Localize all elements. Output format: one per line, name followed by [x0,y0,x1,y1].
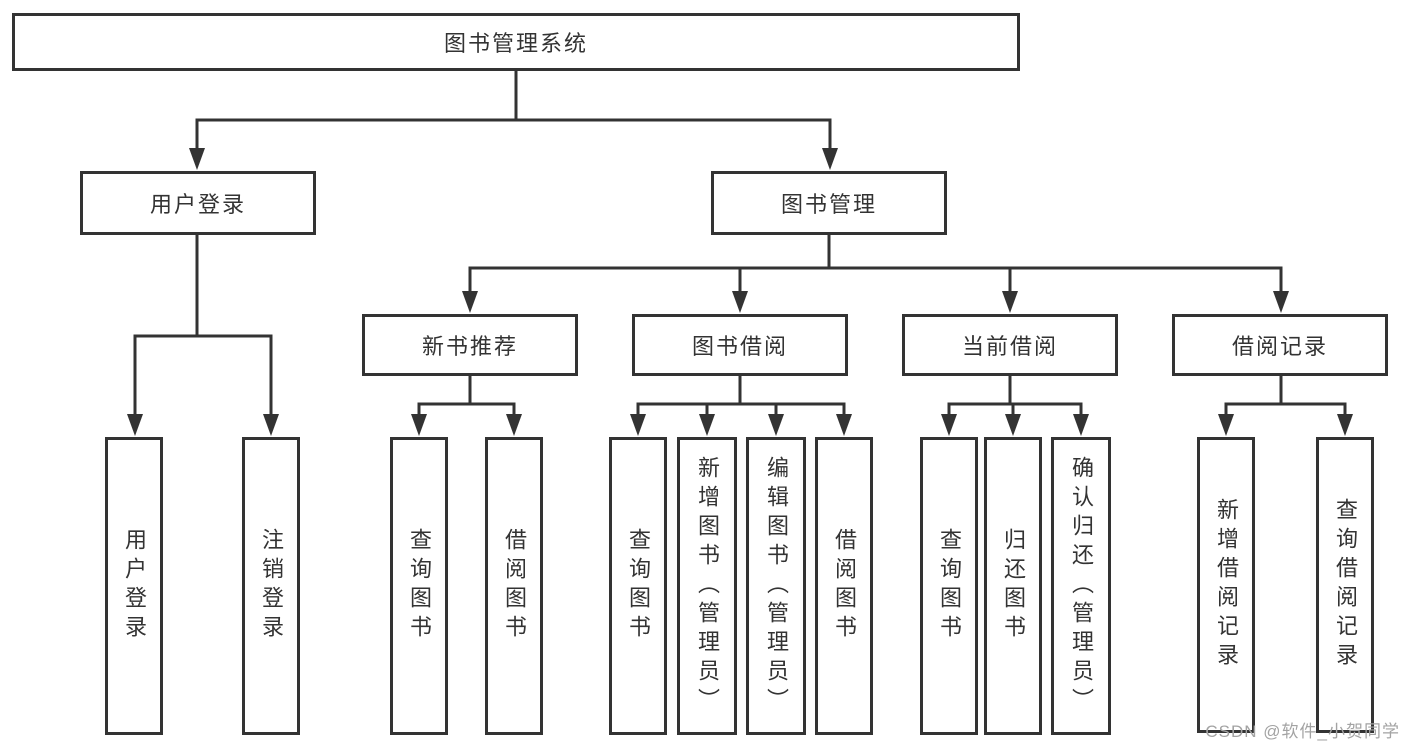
leaf-confirm-return-admin: 确认归还（管理员） [1051,437,1111,735]
connector-book-management-children [462,235,1289,313]
leaf-edit-book-admin: 编辑图书（管理员） [746,437,806,735]
node-label: 图书管理系统 [443,31,588,56]
leaf-query-borrow-record: 查询借阅记录 [1316,437,1374,733]
node-label: 查询图书 [407,528,432,644]
node-label: 当前借阅 [961,334,1058,359]
leaf-query-books-recommend: 查询图书 [390,437,448,735]
connector-root-children [189,71,838,170]
leaf-add-borrow-record: 新增借阅记录 [1197,437,1255,733]
node-label: 借阅图书 [832,528,857,644]
connector-user-login-children [127,235,279,436]
node-label: 图书管理 [780,192,877,217]
connector-current-borrowing-children [941,376,1089,436]
leaf-query-books-current: 查询图书 [920,437,978,735]
node-book-borrowing: 图书借阅 [632,314,848,376]
node-label: 新书推荐 [421,334,518,359]
leaf-logout: 注销登录 [242,437,300,735]
node-label: 用户登录 [122,528,147,644]
connector-new-book-recommend-children [411,376,522,436]
leaf-query-books-borrowing: 查询图书 [609,437,667,735]
node-root-system: 图书管理系统 [12,13,1020,71]
node-current-borrowing: 当前借阅 [902,314,1118,376]
leaf-return-book: 归还图书 [984,437,1042,735]
node-label: 借阅记录 [1231,334,1328,359]
leaf-user-login: 用户登录 [105,437,163,735]
node-book-management: 图书管理 [711,171,947,235]
csdn-watermark: CSDN @软件_小贺同学 [1205,722,1400,741]
node-label: 查询图书 [937,528,962,644]
node-label: 查询图书 [626,528,651,644]
node-new-book-recommend: 新书推荐 [362,314,578,376]
leaf-borrow-books: 借阅图书 [815,437,873,735]
connector-borrowing-records-children [1218,376,1353,436]
node-label: 确认归还（管理员） [1069,455,1094,717]
node-label: 查询借阅记录 [1333,498,1358,672]
leaf-borrow-books-recommend: 借阅图书 [485,437,543,735]
node-label: 归还图书 [1001,528,1026,644]
node-label: 编辑图书（管理员） [764,455,789,717]
node-label: 新增借阅记录 [1214,498,1239,672]
leaf-add-book-admin: 新增图书（管理员） [677,437,737,735]
node-label: 借阅图书 [502,528,527,644]
node-user-login: 用户登录 [80,171,316,235]
node-label: 新增图书（管理员） [695,455,720,717]
node-label: 用户登录 [149,192,246,217]
node-label: 图书借阅 [691,334,788,359]
node-borrowing-records: 借阅记录 [1172,314,1388,376]
node-label: 注销登录 [259,528,284,644]
connector-book-borrowing-children [630,376,852,436]
